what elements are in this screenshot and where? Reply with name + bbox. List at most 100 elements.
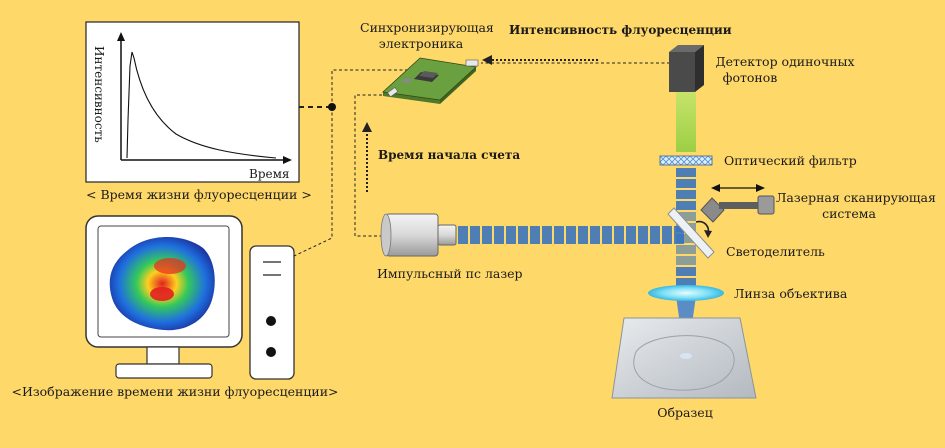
beam-pulse-horizontal [566, 226, 576, 244]
circuit-board-side-right [440, 67, 476, 104]
monitor [85, 215, 243, 379]
beam-pulse-horizontal [674, 226, 684, 244]
board-connector-left [387, 87, 399, 98]
circuit-board-side [383, 92, 440, 104]
junction-dot [328, 103, 336, 111]
decay-y-axis-label: Интенсивность [92, 46, 106, 143]
horizontal-laser-beam [458, 226, 684, 244]
beam-pulse-vertical [676, 245, 696, 254]
lifetime-image [109, 237, 215, 331]
junction-to-electronics-line [331, 69, 410, 107]
objective-lens-label: Линза объектива [734, 286, 848, 301]
decay-y-arrowhead [117, 32, 125, 41]
decay-plot-caption: < Время жизни флуоресценции > [86, 187, 312, 202]
decay-plot-frame [85, 21, 300, 183]
beam-pulse-horizontal [470, 226, 480, 244]
rotation-arrowhead [704, 230, 712, 238]
board-component [401, 78, 413, 83]
beam-pulse-horizontal [518, 226, 528, 244]
sync-electronics-board [382, 57, 479, 104]
beam-pulse-vertical [676, 278, 696, 287]
beam-pulse-horizontal [602, 226, 612, 244]
detector-label-1: Детектор одиночных [715, 54, 855, 69]
beam-pulse-vertical [676, 234, 696, 243]
detector-top [669, 45, 704, 52]
pc-button-2 [266, 347, 276, 357]
vertical-laser-beam [676, 168, 696, 287]
decay-plot [85, 21, 300, 183]
detector-front [669, 52, 695, 92]
objective-lens [648, 285, 724, 301]
optical-filter-label: Оптический фильтр [724, 153, 857, 168]
beam-pulse-horizontal [578, 226, 588, 244]
decay-x-axis-label: Время [249, 167, 290, 181]
beam-pulse-vertical [676, 179, 696, 188]
sync-electronics-label-2: электроника [378, 36, 464, 51]
pc-button-1 [266, 316, 276, 326]
junction-to-pc-line [293, 107, 333, 257]
photon-detector [669, 45, 704, 92]
scan-mirror-mount [700, 197, 725, 223]
lifetime-image-hotspot [150, 287, 174, 301]
beam-pulse-horizontal [542, 226, 552, 244]
beam-pulse-horizontal [614, 226, 624, 244]
sample [611, 317, 757, 399]
laser-aperture [437, 224, 457, 246]
detector-label-2: фотонов [722, 70, 778, 85]
scan-rod [719, 202, 759, 209]
laser-body-end [380, 213, 392, 257]
pc-tower-case [249, 245, 295, 380]
sample-droplet [633, 335, 735, 391]
detector-side [695, 45, 704, 92]
signal-arrows [362, 55, 598, 192]
pc-tower [249, 245, 295, 380]
sample-focus-spot [680, 353, 692, 359]
pulsed-laser [380, 213, 457, 257]
decay-curve [126, 51, 277, 159]
beam-pulse-horizontal [494, 226, 504, 244]
decay-x-arrowhead [283, 156, 292, 164]
beam-splitter [667, 207, 715, 259]
monitor-neck [146, 346, 180, 365]
intensity-arrowhead [482, 55, 492, 65]
start-time-arrowhead [362, 122, 372, 132]
lifetime-image-caption: <Изображение времени жизни флуоресценции… [11, 384, 339, 399]
beam-pulse-horizontal [590, 226, 600, 244]
beam-pulse-vertical [676, 256, 696, 265]
laser-scan-label-1: Лазерная сканирующая [776, 190, 936, 205]
electronics-to-laser-line [354, 94, 393, 237]
beam-pulse-horizontal [638, 226, 648, 244]
laser-body [385, 213, 439, 257]
beam-pulse-horizontal [458, 226, 468, 244]
beams [458, 92, 696, 352]
beam-pulse-horizontal [530, 226, 540, 244]
beam-pulse-vertical [676, 267, 696, 276]
optical-filter [659, 155, 713, 166]
monitor-base [115, 363, 213, 379]
fluorescence-beam-upper [676, 92, 696, 152]
laser-scanning-system [700, 184, 775, 223]
beam-pulse-horizontal [506, 226, 516, 244]
sync-electronics-label-1: Синхронизирующая [360, 20, 494, 35]
beam-pulse-horizontal [662, 226, 672, 244]
start-time-label: Время начала счета [378, 148, 521, 162]
beam-pulse-vertical [676, 190, 696, 199]
beam-pulse-horizontal [482, 226, 492, 244]
sample-label: Образец [657, 405, 713, 420]
scan-arrowhead-left [711, 184, 720, 192]
beam-pulse-horizontal [554, 226, 564, 244]
beam-splitter-label: Светоделитель [726, 244, 825, 259]
beam-pulse-horizontal [626, 226, 636, 244]
beam-pulse-vertical [676, 212, 696, 221]
scan-arrowhead-right [756, 184, 765, 192]
beam-pulse-vertical [676, 168, 696, 177]
beam-pulse-vertical [676, 201, 696, 210]
beam-pulse-horizontal [650, 226, 660, 244]
scan-motor [757, 195, 775, 215]
board-chip-top [419, 71, 438, 78]
pulsed-laser-label: Импульсный пс лазер [377, 266, 523, 281]
fluorescence-intensity-label: Интенсивность флуоресценции [509, 23, 732, 37]
connection-lines [293, 62, 670, 257]
laser-scan-label-2: система [822, 206, 876, 221]
